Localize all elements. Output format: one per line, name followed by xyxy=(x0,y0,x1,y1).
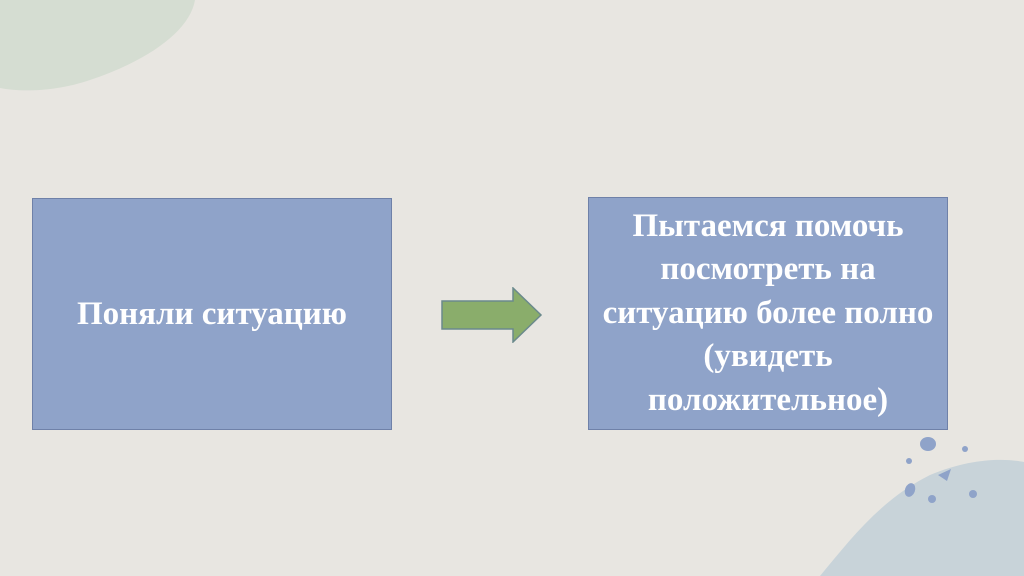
top-left-blob xyxy=(0,0,195,91)
right-box: Пытаемся помочь посмотреть на ситуацию б… xyxy=(588,197,948,430)
bottom-right-blob xyxy=(820,459,1024,576)
dot xyxy=(928,495,936,503)
left-box: Поняли ситуацию xyxy=(32,198,392,430)
right-box-text: Пытаемся помочь посмотреть на ситуацию б… xyxy=(602,207,934,418)
dot xyxy=(969,490,977,498)
right-arrow-icon xyxy=(441,287,543,343)
dot xyxy=(962,446,968,452)
dot xyxy=(920,437,936,451)
left-box-text: Поняли ситуацию xyxy=(76,295,348,332)
dot xyxy=(938,469,951,481)
dot xyxy=(904,483,916,497)
dot-cluster xyxy=(904,437,977,503)
dot xyxy=(906,458,912,464)
arrow-shape xyxy=(441,287,543,343)
